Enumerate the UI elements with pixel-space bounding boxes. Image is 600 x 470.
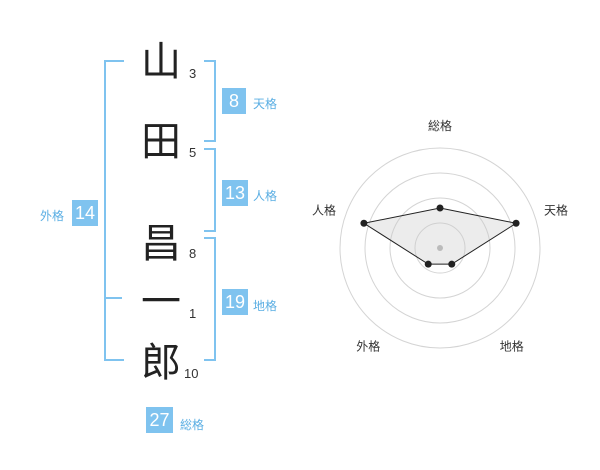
chikaku-bracket bbox=[204, 237, 216, 361]
stroke-count-5: 10 bbox=[184, 366, 199, 381]
radar-axis-label-1: 総格 bbox=[428, 118, 452, 133]
name-char-4: 一 bbox=[141, 279, 181, 325]
stroke-count-1: 3 bbox=[189, 66, 197, 81]
stroke-count-2: 5 bbox=[189, 145, 197, 160]
jinkaku-score: 13 bbox=[222, 180, 248, 206]
radar-point-5 bbox=[360, 219, 368, 227]
radar-ring-4 bbox=[339, 147, 541, 349]
jinkaku-bracket bbox=[204, 148, 216, 232]
stroke-count-3: 8 bbox=[189, 246, 197, 261]
radar-point-2 bbox=[512, 219, 520, 227]
chikaku-label: 地格 bbox=[253, 299, 278, 313]
gaikaku-bracket bbox=[104, 60, 124, 361]
radar-axis-label-3: 地格 bbox=[500, 339, 524, 354]
radar-point-3 bbox=[448, 260, 456, 268]
soukaku-score: 27 bbox=[146, 407, 173, 433]
tenkaku-label: 天格 bbox=[253, 97, 278, 111]
radar-point-4 bbox=[424, 260, 432, 268]
radar-ring-3 bbox=[364, 172, 516, 324]
stroke-count-4: 1 bbox=[189, 306, 197, 321]
radar-axis-label-2: 天格 bbox=[544, 202, 568, 217]
gaikaku-label: 外格 bbox=[40, 209, 65, 223]
radar-axis-label-4: 外格 bbox=[356, 339, 380, 354]
radar-ring-2 bbox=[389, 197, 491, 299]
tenkaku-score: 8 bbox=[222, 88, 246, 114]
radar-ring-1 bbox=[414, 222, 466, 274]
gaikaku-score: 14 bbox=[72, 200, 98, 226]
tenkaku-bracket bbox=[204, 60, 216, 142]
radar-series-polygon bbox=[362, 207, 518, 265]
gaikaku-split-tick bbox=[104, 297, 122, 299]
name-char-3: 昌 bbox=[141, 221, 181, 267]
radar-center-dot bbox=[437, 245, 443, 251]
radar-axis-label-5: 人格 bbox=[312, 202, 336, 217]
chikaku-score: 19 bbox=[222, 289, 248, 315]
radar-point-1 bbox=[436, 204, 444, 212]
jinkaku-label: 人格 bbox=[253, 189, 278, 203]
name-char-5: 郎 bbox=[141, 340, 181, 386]
soukaku-label: 総格 bbox=[180, 418, 205, 432]
name-char-2: 田 bbox=[141, 119, 181, 165]
name-char-1: 山 bbox=[141, 39, 181, 85]
